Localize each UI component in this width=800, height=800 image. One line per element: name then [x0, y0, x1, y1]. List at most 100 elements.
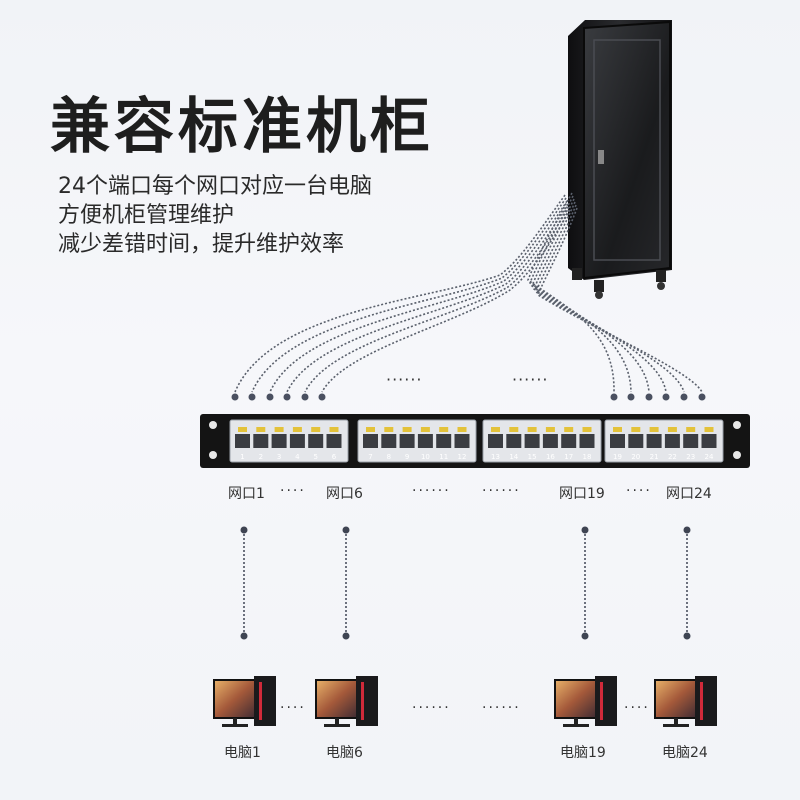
- rj45-port-20: [628, 434, 644, 448]
- rj45-port-12: [454, 434, 470, 448]
- computer-1: [213, 676, 276, 727]
- port-color-code: [457, 427, 467, 432]
- port-color-code: [238, 427, 247, 432]
- computer-6: [315, 676, 378, 727]
- rj45-port-9: [399, 434, 415, 448]
- port-number: 7: [368, 453, 372, 461]
- port-number: 14: [509, 453, 518, 461]
- rj45-port-4: [289, 434, 305, 448]
- port-color-code: [704, 427, 714, 432]
- pc-label-1: 电脑1: [224, 745, 261, 761]
- port-number: 11: [439, 453, 448, 461]
- port-color-code: [256, 427, 266, 432]
- description-line-2: 方便机柜管理维护: [58, 203, 235, 228]
- rj45-port-15: [524, 434, 540, 448]
- rj45-port-14: [506, 434, 522, 448]
- pc-label-24: 电脑24: [662, 745, 708, 761]
- pc-label-19: 电脑19: [560, 745, 606, 761]
- port-color-code: [384, 427, 394, 432]
- port-color-code: [649, 427, 659, 432]
- port-number: 19: [613, 453, 622, 461]
- rj45-port-21: [646, 434, 662, 448]
- rj45-port-8: [381, 434, 397, 448]
- port-color-code: [527, 427, 537, 432]
- cable-ellipsis-right: ······: [512, 370, 549, 389]
- port-color-code: [613, 427, 622, 432]
- port-label-24: 网口24: [666, 486, 712, 502]
- server-cabinet: [568, 20, 672, 299]
- description: 24个端口每个网口对应一台电脑 方便机柜管理维护 减少差错时间，提升维护效率: [58, 172, 372, 259]
- rj45-port-23: [683, 434, 699, 448]
- port-number: 13: [491, 453, 500, 461]
- port-number: 5: [313, 453, 317, 461]
- port-color-code: [274, 427, 284, 432]
- port-color-code: [545, 427, 555, 432]
- port-number: 10: [421, 453, 430, 461]
- port-color-code: [402, 427, 412, 432]
- rj45-port-24: [701, 434, 717, 448]
- port-color-code: [631, 427, 641, 432]
- port-number: 15: [528, 453, 537, 461]
- link-lines: [243, 530, 688, 636]
- description-line-3: 减少差错时间，提升维护效率: [58, 232, 345, 257]
- port-color-code: [292, 427, 302, 432]
- port-number: 6: [332, 453, 337, 461]
- port-dots-2: ······: [412, 483, 451, 499]
- cable-ellipsis-left: ······: [386, 370, 423, 389]
- port-dots-4: ····: [626, 483, 652, 499]
- rj45-port-13: [488, 434, 503, 448]
- port-number: 23: [686, 453, 695, 461]
- rj45-port-6: [326, 434, 342, 448]
- port-color-code: [491, 427, 500, 432]
- port-label-6: 网口6: [326, 486, 363, 502]
- port-number: 9: [405, 453, 409, 461]
- link-endpoints: [240, 526, 691, 640]
- port-number: 24: [705, 453, 714, 461]
- port-color-code: [366, 427, 375, 432]
- port-number: 22: [668, 453, 677, 461]
- rj45-port-10: [417, 434, 433, 448]
- rj45-port-1: [235, 434, 250, 448]
- port-number: 8: [387, 453, 391, 461]
- port-color-code: [564, 427, 574, 432]
- port-number: 20: [631, 453, 640, 461]
- pc-dots-4: ····: [624, 700, 650, 716]
- cable-bundle: [234, 192, 703, 393]
- port-color-code: [420, 427, 430, 432]
- rj45-port-18: [579, 434, 595, 448]
- rj45-port-16: [542, 434, 558, 448]
- port-number: 2: [259, 453, 263, 461]
- port-number: 21: [650, 453, 659, 461]
- port-color-code: [667, 427, 677, 432]
- pc-dots-1: ····: [280, 700, 306, 716]
- page-title: 兼容标准机柜: [50, 92, 434, 162]
- port-number: 16: [546, 453, 555, 461]
- computer-24: [654, 676, 717, 727]
- port-dots-1: ····: [280, 483, 306, 499]
- rj45-port-11: [436, 434, 452, 448]
- port-number: 4: [295, 453, 300, 461]
- pc-dots-3: ······: [482, 700, 521, 716]
- description-line-1: 24个端口每个网口对应一台电脑: [58, 174, 372, 199]
- port-color-code: [582, 427, 592, 432]
- port-color-code: [329, 427, 339, 432]
- rj45-port-17: [561, 434, 577, 448]
- port-color-code: [439, 427, 449, 432]
- port-color-code: [509, 427, 519, 432]
- port-color-code: [686, 427, 696, 432]
- port-label-1: 网口1: [228, 486, 265, 502]
- rj45-port-7: [363, 434, 378, 448]
- rj45-port-3: [271, 434, 287, 448]
- port-number: 1: [240, 453, 244, 461]
- computer-19: [554, 676, 617, 727]
- pc-dots-2: ······: [412, 700, 451, 716]
- rj45-port-19: [610, 434, 625, 448]
- rj45-port-2: [253, 434, 269, 448]
- port-label-19: 网口19: [559, 486, 605, 502]
- cable-ends: [231, 393, 706, 401]
- pc-label-6: 电脑6: [326, 745, 363, 761]
- port-number: 17: [564, 453, 573, 461]
- port-number: 12: [458, 453, 467, 461]
